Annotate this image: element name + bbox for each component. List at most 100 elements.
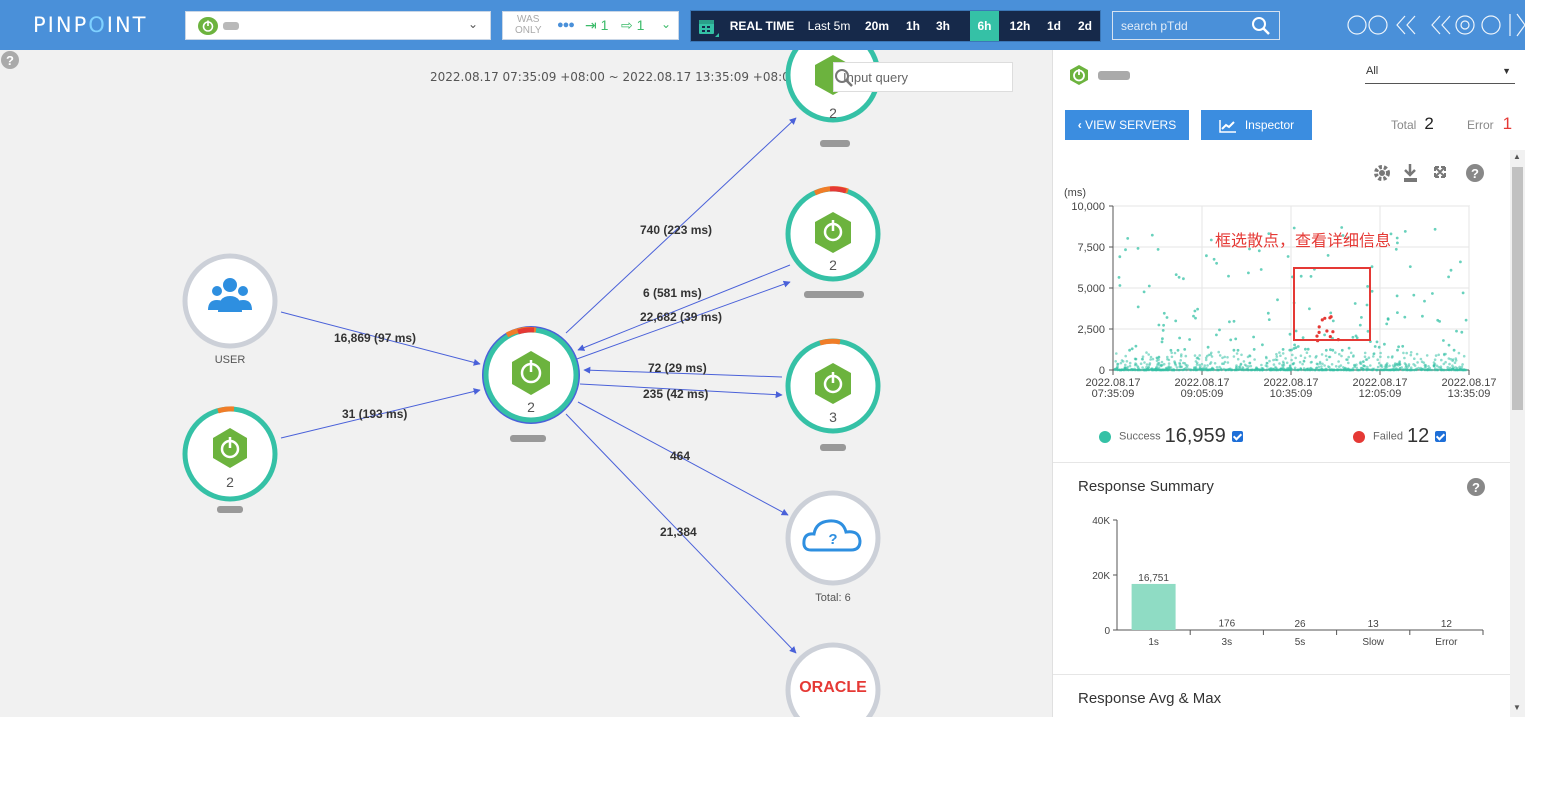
- expand-icon[interactable]: [1434, 166, 1446, 178]
- success-checkbox[interactable]: [1231, 431, 1243, 442]
- search-icon[interactable]: [834, 68, 854, 88]
- scatter-point-success: [1321, 362, 1324, 366]
- scatter-point-success: [1202, 366, 1206, 370]
- scatter-point-success: [1147, 284, 1151, 288]
- scatter-point-success: [1403, 230, 1407, 233]
- settings-icon[interactable]: [1374, 165, 1390, 181]
- help-icon[interactable]: ?: [0, 50, 20, 70]
- edge-center-to-mid[interactable]: [579, 383, 783, 399]
- scatter-point-success: [1226, 361, 1230, 364]
- scatter-point-success: [1160, 340, 1164, 344]
- scatter-point-success: [1349, 351, 1353, 355]
- scatter-point-success: [1353, 363, 1356, 367]
- node-mid-application[interactable]: 3: [785, 338, 881, 451]
- application-selector[interactable]: ⌄: [185, 11, 491, 40]
- scatter-point-success: [1431, 292, 1434, 295]
- scatter-point-success: [1384, 363, 1388, 367]
- time-20m-button[interactable]: 20m: [864, 19, 890, 33]
- node-left-application[interactable]: 2: [182, 406, 278, 513]
- inbound-depth[interactable]: ⇥ 1: [585, 17, 609, 33]
- scatter-point-success: [1242, 360, 1246, 363]
- edge-center-to-unknown[interactable]: [577, 401, 789, 516]
- scatter-point-success: [1184, 354, 1188, 358]
- scatter-point-success: [1145, 368, 1148, 372]
- edge-user-to-center[interactable]: [280, 311, 481, 366]
- server-filter-select[interactable]: All▼: [1365, 62, 1515, 84]
- scatter-point-success: [1299, 354, 1303, 357]
- scatter-point-success: [1421, 314, 1424, 318]
- scatter-point-success: [1200, 362, 1204, 366]
- time-3h-button[interactable]: 3h: [935, 19, 950, 33]
- node-upper-count: 2: [829, 257, 837, 273]
- outbound-depth[interactable]: ⇨ 1: [621, 17, 645, 33]
- scatter-point-success: [1454, 359, 1458, 362]
- selection-box[interactable]: [1293, 267, 1371, 341]
- node-user-label: USER: [215, 354, 246, 366]
- scatter-point-success: [1192, 368, 1195, 372]
- scatter-point-success: [1282, 363, 1286, 367]
- time-1h-button[interactable]: 1h: [905, 19, 920, 33]
- failed-checkbox[interactable]: [1435, 431, 1447, 442]
- view-servers-button[interactable]: ‹ VIEW SERVERS: [1065, 110, 1189, 140]
- inspector-button[interactable]: Inspector: [1201, 110, 1312, 140]
- node-unknown-cloud[interactable]: ? Total: 6: [785, 490, 881, 604]
- scatter-point-success: [1294, 346, 1298, 350]
- edge-center-to-upper[interactable]: [573, 280, 791, 361]
- scroll-up-icon[interactable]: ▲: [1513, 152, 1521, 161]
- scatter-point-success: [1160, 360, 1164, 364]
- scatter-point-success: [1220, 368, 1223, 372]
- map-query-input[interactable]: [834, 63, 984, 91]
- time-2d-button[interactable]: 2d: [1077, 19, 1092, 33]
- config-icon[interactable]: [1347, 13, 1525, 37]
- node-user[interactable]: USER: [182, 253, 278, 366]
- scatter-point-success: [1151, 357, 1155, 361]
- edge-center-to-top[interactable]: [565, 117, 797, 334]
- time-realtime-button[interactable]: REAL TIME: [729, 19, 795, 33]
- bar-1s[interactable]: [1131, 583, 1176, 630]
- time-1d-button[interactable]: 1d: [1046, 19, 1061, 33]
- pinpoint-logo[interactable]: PINPOINT: [33, 13, 148, 37]
- time-6h-button[interactable]: 6h: [970, 11, 999, 41]
- time-12h-button[interactable]: 12h: [1009, 19, 1031, 33]
- scatter-point-success: [1268, 359, 1271, 363]
- time-last5m-button[interactable]: Last 5m: [807, 19, 851, 33]
- panel-scrollbar[interactable]: ▲ ▼: [1510, 150, 1525, 717]
- help-icon[interactable]: ?: [1466, 477, 1486, 497]
- search-icon[interactable]: [1251, 16, 1271, 36]
- edge-upper-to-center[interactable]: [577, 264, 791, 351]
- scatter-point-success: [1340, 226, 1344, 229]
- edge-center-to-oracle[interactable]: [565, 413, 797, 654]
- scatter-point-success: [1124, 363, 1127, 367]
- scatter-point-success: [1396, 311, 1399, 314]
- global-search-input[interactable]: [1113, 12, 1253, 39]
- scatter-point-success: [1251, 368, 1255, 371]
- node-oracle-database[interactable]: ORACLE: [785, 642, 881, 717]
- scatter-point-success: [1127, 368, 1130, 372]
- scatter-point-success: [1175, 366, 1179, 369]
- edge-leftapp-to-center[interactable]: [280, 388, 481, 439]
- scatter-point-success: [1141, 366, 1144, 369]
- chevron-down-icon[interactable]: ⌄: [660, 17, 671, 31]
- download-icon[interactable]: [1404, 164, 1417, 182]
- calendar-icon[interactable]: [697, 17, 719, 37]
- scatter-point-success: [1271, 367, 1275, 371]
- node-upper-application[interactable]: 2: [785, 186, 881, 298]
- scatter-point-success: [1423, 299, 1426, 303]
- scroll-down-icon[interactable]: ▼: [1513, 703, 1521, 712]
- scatter-point-success: [1183, 362, 1187, 365]
- edge-mid-to-center[interactable]: [583, 366, 783, 378]
- scrollbar-thumb[interactable]: [1512, 167, 1523, 410]
- scatter-point-success: [1145, 365, 1148, 369]
- scatter-point-success: [1339, 364, 1343, 367]
- scatter-point-success: [1395, 363, 1399, 366]
- help-icon[interactable]: ?: [1466, 164, 1484, 182]
- node-center-application[interactable]: 2: [482, 326, 580, 442]
- scatter-point-success: [1325, 368, 1328, 372]
- scatter-point-success: [1282, 362, 1285, 365]
